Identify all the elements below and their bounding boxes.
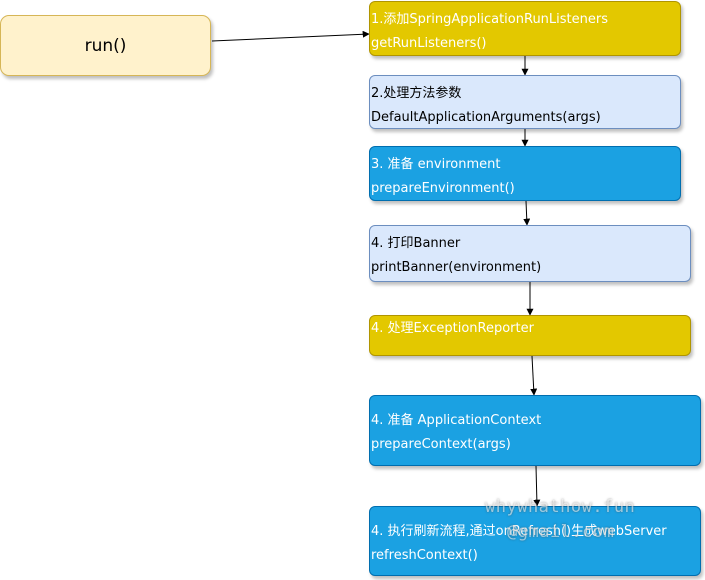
step-3-line1: 3. 准备 environment (371, 157, 501, 172)
run-node-label: run() (84, 35, 127, 56)
step-2-node: 2.处理方法参数 DefaultApplicationArguments(arg… (369, 75, 681, 129)
edge-step6-to-step7 (533, 465, 541, 507)
step-7-line1: 4. 执行刷新流程,通过onRefresh()生成webServer (371, 524, 667, 539)
step-3-line2: prepareEnvironment() (371, 181, 515, 196)
step-3-node: 3. 准备 environment prepareEnvironment() (369, 146, 681, 201)
step-7-line2: refreshContext() (371, 548, 478, 563)
edge-run-to-step1 (211, 30, 370, 42)
step-1-line1: 1.添加SpringApplicationRunListeners (371, 12, 608, 27)
step-1-line2: getRunListeners() (371, 36, 487, 51)
step-5-node: 4. 处理ExceptionReporter (369, 315, 691, 356)
step-5-line1: 4. 处理ExceptionReporter (371, 321, 534, 336)
run-node: run() (0, 15, 211, 76)
watermark-line2: @gmail.com (507, 522, 615, 542)
edge-step3-to-step4 (523, 200, 531, 226)
step-7-node: 4. 执行刷新流程,通过onRefresh()生成webServer refre… (369, 506, 701, 576)
watermark-line1: whywhathow.fun (485, 497, 636, 517)
step-1-node: 1.添加SpringApplicationRunListeners getRun… (369, 1, 681, 56)
step-4-line2: printBanner(environment) (371, 260, 542, 275)
step-6-node: 4. 准备 ApplicationContext prepareContext(… (369, 395, 701, 466)
step-6-line2: prepareContext(args) (371, 437, 511, 452)
step-2-line2: DefaultApplicationArguments(args) (371, 110, 601, 125)
step-2-line1: 2.处理方法参数 (371, 86, 462, 101)
step-6-line1: 4. 准备 ApplicationContext (371, 413, 542, 428)
edge-step5-to-step6 (530, 355, 538, 396)
step-4-node: 4. 打印Banner printBanner(environment) (369, 225, 691, 282)
step-4-line1: 4. 打印Banner (371, 236, 461, 251)
